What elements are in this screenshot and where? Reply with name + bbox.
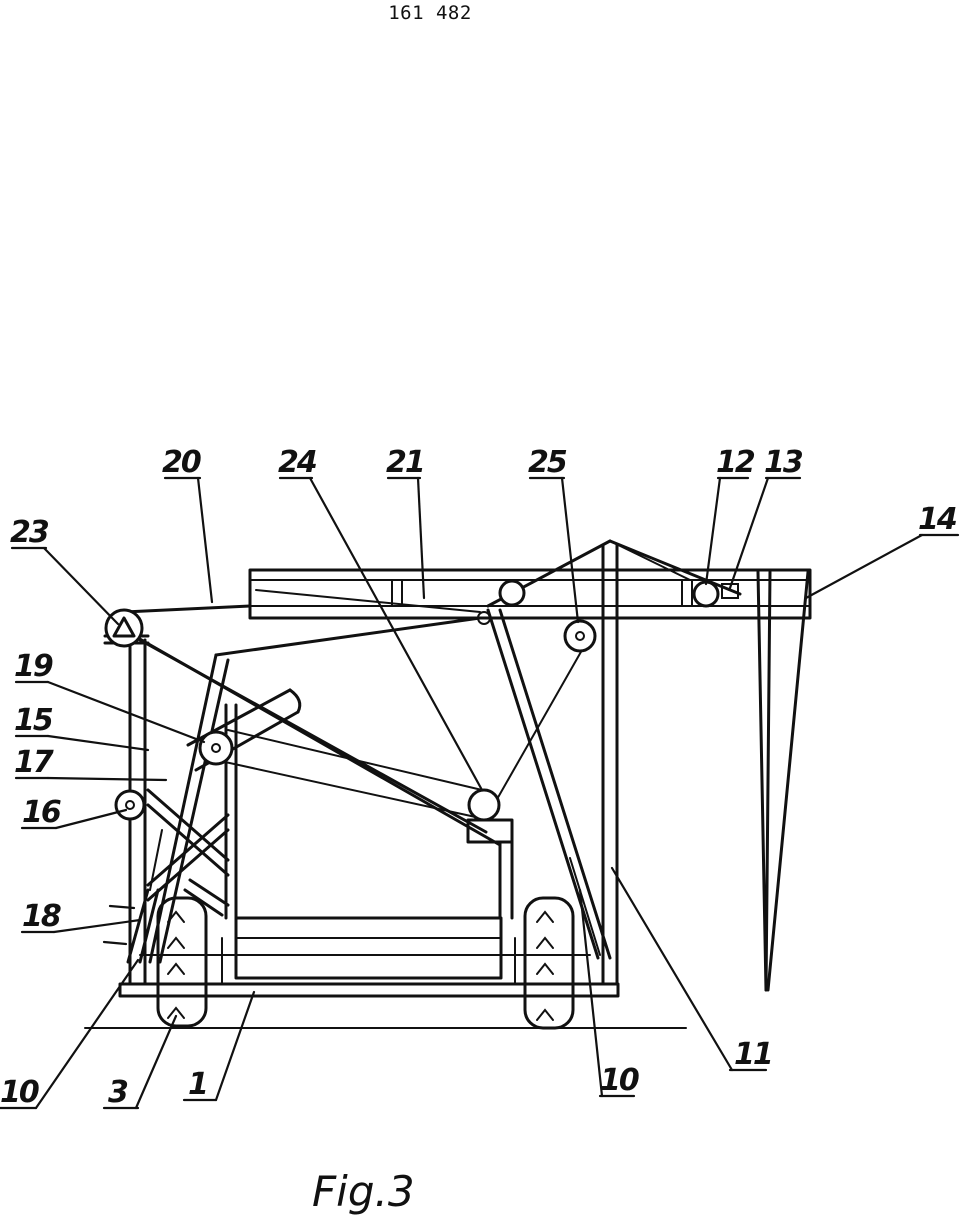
lift-arm-left	[148, 653, 218, 964]
left-wheel	[156, 896, 208, 1028]
tongue-right	[766, 570, 810, 992]
label-19: 19	[14, 649, 53, 684]
upper-boom	[248, 568, 812, 620]
belt-lower	[215, 759, 481, 819]
ram-body	[126, 888, 150, 964]
label-11: 11	[734, 1037, 772, 1072]
joint-apex	[477, 611, 491, 625]
tongue-left	[756, 570, 768, 992]
label-12: 12	[716, 445, 755, 480]
right-strut-inner	[498, 608, 612, 960]
tongue-mid	[764, 570, 772, 992]
truss-right-inner	[609, 540, 691, 581]
upper-arm	[214, 616, 482, 657]
label-10-right: 10	[600, 1063, 639, 1098]
label-13: 13	[764, 445, 803, 480]
pulley-16-hub	[125, 800, 135, 810]
ram-body-inner	[138, 888, 160, 964]
page-number: 161 482	[388, 2, 472, 24]
label-18: 18	[22, 899, 61, 934]
pulley-23	[104, 608, 144, 648]
ram-rod	[149, 829, 163, 891]
belt-upper	[227, 729, 483, 791]
pulley-boom	[498, 579, 526, 607]
label-10-left: 10	[0, 1075, 39, 1110]
pulley-16	[114, 789, 146, 821]
bracket-13	[721, 583, 739, 599]
label-21: 21	[386, 445, 424, 480]
chute-end	[288, 688, 302, 714]
label-24: 24	[278, 445, 317, 480]
pulley-25	[563, 619, 597, 653]
pulley-12	[692, 580, 720, 608]
right-strut-cylinder	[569, 857, 601, 956]
label-23: 23	[10, 515, 49, 550]
right-wheel	[523, 896, 575, 1030]
pulley-24	[467, 788, 501, 822]
label-25: 25	[528, 445, 567, 480]
diagonal-brace-inner	[138, 638, 488, 834]
label-17: 17	[14, 745, 54, 780]
belt-front	[491, 635, 591, 809]
label-3: 3	[108, 1075, 128, 1110]
pulley-25-hub	[575, 631, 585, 641]
scissor-lift	[146, 788, 230, 917]
cable-boom	[255, 589, 481, 613]
pulley-23-hub	[112, 616, 136, 638]
truss-right	[608, 539, 742, 596]
label-14: 14	[918, 502, 957, 537]
lift-arm-right	[158, 658, 230, 964]
base-frame	[118, 916, 620, 998]
pulley-19-hub	[211, 743, 221, 753]
label-15: 15	[14, 703, 53, 738]
leader-lines	[0, 476, 960, 1110]
right-strut	[486, 608, 600, 960]
label-1: 1	[188, 1067, 207, 1102]
pulley-19	[198, 730, 234, 766]
cable-top	[122, 604, 252, 614]
label-16: 16	[22, 795, 61, 830]
figure-caption: Fig.3	[312, 1167, 415, 1216]
label-20: 20	[162, 445, 201, 480]
